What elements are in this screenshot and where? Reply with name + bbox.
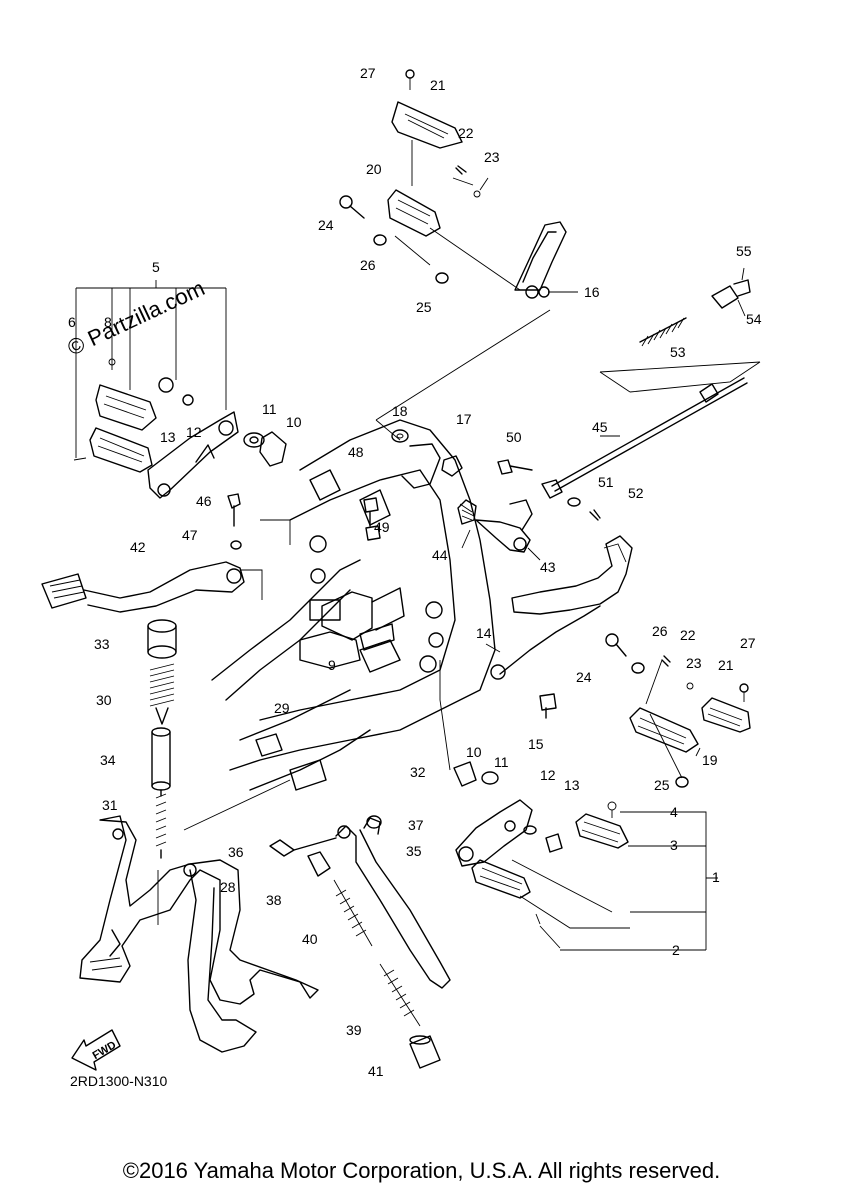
callout-label: 21 — [430, 77, 446, 93]
side-stand — [269, 815, 451, 1069]
callout-label: 24 — [576, 669, 592, 685]
callout-label: 15 — [528, 736, 544, 752]
callout-label: 48 — [348, 444, 364, 460]
callout-labels: 1 2 3 4 5 6 8 9 10 10 11 11 12 12 13 13 … — [68, 65, 762, 1079]
diagram-code: 2RD1300-N310 — [70, 1073, 167, 1089]
callout-label: 11 — [262, 401, 277, 417]
rear-footrest-right — [605, 633, 751, 788]
callout-label: 52 — [628, 485, 644, 501]
callout-label: 53 — [670, 344, 686, 360]
callout-label: 44 — [432, 547, 448, 563]
callout-label: 9 — [328, 657, 336, 673]
callout-label: 2 — [672, 942, 680, 958]
callout-label: 27 — [360, 65, 376, 81]
callout-label: 31 — [102, 797, 118, 813]
callout-label: 38 — [266, 892, 282, 908]
callout-label: 27 — [740, 635, 756, 651]
brake-rod-45 — [541, 377, 748, 499]
callout-label: 29 — [274, 700, 290, 716]
callout-label: 22 — [458, 125, 474, 141]
front-footrest-right — [453, 761, 629, 925]
callout-label: 25 — [416, 299, 432, 315]
callout-label: 25 — [654, 777, 670, 793]
center-stand — [79, 815, 319, 1053]
callout-label: 6 — [68, 314, 76, 330]
callout-label: 26 — [360, 257, 376, 273]
callout-label: 47 — [182, 527, 198, 543]
callout-label: 41 — [368, 1063, 384, 1079]
brake-pedal-14 — [485, 535, 633, 719]
callout-label: 21 — [718, 657, 734, 673]
callout-label: 13 — [564, 777, 580, 793]
bushings-upper — [243, 429, 463, 489]
callout-label: 8 — [104, 314, 112, 330]
callout-label: 46 — [196, 493, 212, 509]
pins-50-51-52 — [497, 459, 601, 521]
callout-label: 55 — [736, 243, 752, 259]
callout-label: 13 — [160, 429, 176, 445]
shaft-assembly-9 — [321, 587, 405, 651]
callout-1-bracket — [511, 811, 718, 951]
callout-label: 28 — [220, 879, 236, 895]
callout-label: 10 — [466, 744, 482, 760]
callout-label: 11 — [494, 754, 509, 770]
callout-label: 22 — [680, 627, 696, 643]
callout-label: 4 — [670, 804, 678, 820]
fwd-label: FWD — [91, 1039, 119, 1062]
callout-label: 43 — [540, 559, 556, 575]
rear-footrest-upper — [387, 101, 521, 291]
callout-label: 32 — [410, 764, 426, 780]
callout-label: 23 — [484, 149, 500, 165]
bolt-48-49 — [363, 497, 381, 541]
callout-label: 12 — [186, 424, 202, 440]
callout-label: 19 — [702, 752, 718, 768]
callout-5-bracket — [75, 280, 227, 458]
callout-label: 30 — [96, 692, 112, 708]
spring-53-clevis-54-55 — [599, 267, 761, 393]
callout-label: 42 — [130, 539, 146, 555]
callout-label: 34 — [100, 752, 116, 768]
callout-label: 51 — [598, 474, 614, 490]
callout-label: 36 — [228, 844, 244, 860]
shift-pedal — [41, 493, 245, 613]
brake-switch-spring-43-44 — [457, 499, 541, 561]
fwd-arrow-icon: FWD — [71, 1029, 121, 1071]
callout-label: 17 — [456, 411, 472, 427]
callout-label: 39 — [346, 1022, 362, 1038]
callout-label: 40 — [302, 931, 318, 947]
callout-label: 16 — [584, 284, 600, 300]
callout-label: 12 — [540, 767, 556, 783]
copyright-notice: ©2016 Yamaha Motor Corporation, U.S.A. A… — [122, 1158, 721, 1183]
callout-label: 24 — [318, 217, 334, 233]
frame-leaders — [157, 309, 551, 925]
callout-label: 3 — [670, 837, 678, 853]
front-footrest-left — [73, 356, 239, 499]
callout-label: 33 — [94, 636, 110, 652]
callout-label: 37 — [408, 817, 424, 833]
callout-label: 18 — [392, 403, 408, 419]
stand-spring-parts — [147, 619, 177, 859]
callout-label: 26 — [652, 623, 668, 639]
bolts-upper — [339, 69, 489, 284]
frame-structure — [211, 419, 496, 791]
callout-label: 10 — [286, 414, 302, 430]
callout-label: 14 — [476, 625, 492, 641]
callout-label: 49 — [374, 519, 390, 535]
callout-label: 23 — [686, 655, 702, 671]
callout-label: 45 — [592, 419, 608, 435]
callout-label: 1 — [712, 869, 720, 885]
callout-label: 20 — [366, 161, 382, 177]
rear-footrest-bracket-upper — [514, 221, 578, 299]
callout-label: 50 — [506, 429, 522, 445]
callout-label: 54 — [746, 311, 762, 327]
callout-label: 5 — [152, 259, 160, 275]
callout-label: 35 — [406, 843, 422, 859]
